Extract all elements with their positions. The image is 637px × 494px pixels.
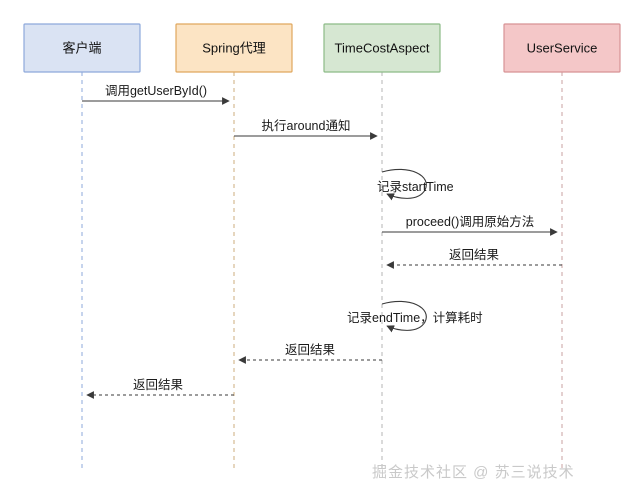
message-label-7: 返回结果 xyxy=(285,343,336,357)
message-8-return-result-proxy[interactable]: 返回结果 xyxy=(86,378,234,399)
participant-label-client: 客户端 xyxy=(62,40,101,55)
watermark-text: 掘金技术社区 @ 苏三说技术 xyxy=(372,464,575,481)
message-label-4: proceed()调用原始方法 xyxy=(406,214,535,229)
message-arrow-3 xyxy=(381,168,427,201)
lifelines xyxy=(81,72,563,470)
participant-aspect[interactable]: TimeCostAspect xyxy=(323,23,441,73)
participant-label-proxy: Spring代理 xyxy=(202,40,266,55)
message-2-execute-around-advice[interactable]: 执行around通知 xyxy=(234,119,378,140)
participant-box-service[interactable] xyxy=(503,23,621,73)
message-label-5: 返回结果 xyxy=(449,248,500,262)
message-label-6: 记录endTime，计算耗时 xyxy=(347,310,483,325)
participant-service[interactable]: UserService xyxy=(503,23,621,73)
message-label-3: 记录startTime xyxy=(377,180,454,194)
participant-label-aspect: TimeCostAspect xyxy=(335,40,430,55)
message-arrow-6 xyxy=(381,300,427,333)
message-4-proceed-original-method[interactable]: proceed()调用原始方法 xyxy=(382,214,558,236)
message-3-self-record-starttime[interactable]: 记录startTime xyxy=(377,168,454,201)
message-label-1: 调用getUserById() xyxy=(105,84,207,98)
message-label-2: 执行around通知 xyxy=(262,119,351,133)
message-6-self-record-endtime[interactable]: 记录endTime，计算耗时 xyxy=(347,300,483,333)
participant-box-proxy[interactable] xyxy=(175,23,293,73)
participant-proxy[interactable]: Spring代理 xyxy=(175,23,293,73)
message-5-return-result-service[interactable]: 返回结果 xyxy=(386,248,562,269)
participant-box-client[interactable] xyxy=(23,23,141,73)
message-1-call-getuserbyid[interactable]: 调用getUserById() xyxy=(82,84,230,105)
participant-label-service: UserService xyxy=(527,40,598,55)
message-7-return-result-aspect[interactable]: 返回结果 xyxy=(238,343,382,364)
message-label-8: 返回结果 xyxy=(133,378,184,392)
participant-client[interactable]: 客户端 xyxy=(23,23,141,73)
participant-box-aspect[interactable] xyxy=(323,23,441,73)
